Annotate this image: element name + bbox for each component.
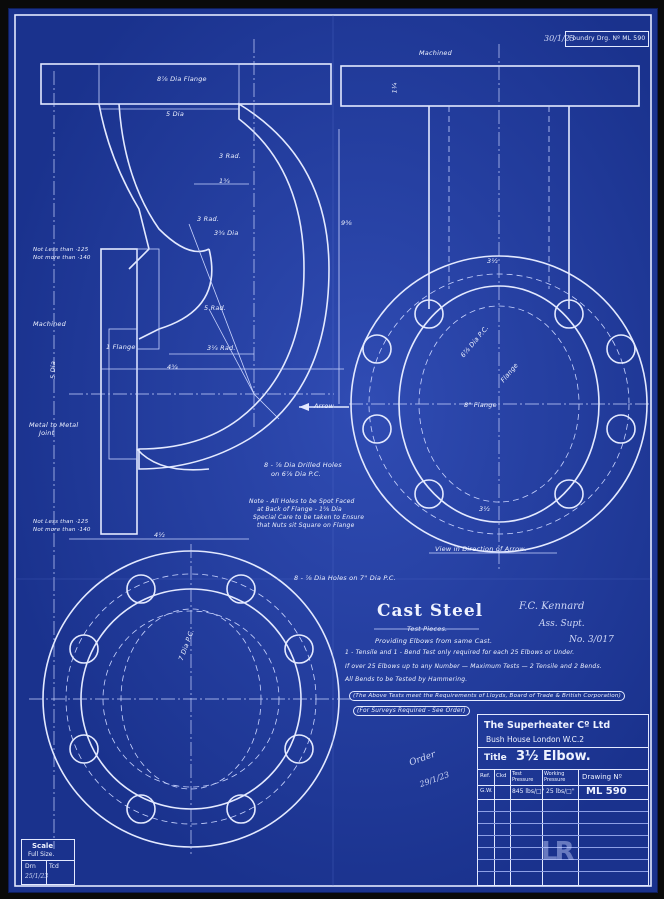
flange-1-note: 1 Flange xyxy=(106,343,136,351)
scale-label: Scale xyxy=(32,842,54,850)
pc-note: on 6⅞ Dia P.C. xyxy=(271,470,322,478)
handwritten-number: No. 3/017 xyxy=(569,635,614,645)
spot-face-note-3: Special Care to be taken to Ensure xyxy=(253,514,365,521)
spec-line-1: 1 - Tensile and 1 - Bend Test only requi… xyxy=(345,649,575,656)
dim-9-38: 9⅜ xyxy=(341,219,352,227)
spot-face-note-1: Note - All Holes to be Spot Faced xyxy=(249,498,355,505)
spec-line-3: All Bends to be Tested by Hammering. xyxy=(345,676,468,683)
flange-dia-note: 8⅞ Dia Flange xyxy=(157,75,207,83)
handwritten-role: Ass. Supt. xyxy=(539,619,585,629)
dia-3-34: 3¾ Dia xyxy=(214,229,239,237)
row-working: 25 lbs/□" xyxy=(546,788,575,795)
spot-face-note-2: at Back of Flange - 1⅝ Dia xyxy=(257,506,342,513)
scale-block: Scale Full Size. Drn Tcd 25/1/23 xyxy=(21,839,75,885)
scale-date: 25/1/23 xyxy=(25,873,49,880)
flange-8-note: 8" Flange xyxy=(464,401,497,409)
col-drawing: Drawing Nº xyxy=(582,773,622,781)
dia-5-side: 5 Dia xyxy=(49,361,57,379)
dim-4-12: 4½ xyxy=(154,531,165,539)
not-less-note-1: Not Less than ·125 xyxy=(33,247,89,253)
dia-5-note: 5 Dia xyxy=(166,110,184,118)
metal-to-metal-note: Metal to Metal xyxy=(29,421,79,429)
bottom-flange-view xyxy=(29,544,354,854)
blueprint-sheet: Foundry Drg. Nº ML 590 30/1/23 Machined … xyxy=(8,8,658,893)
machined-note-left: Machined xyxy=(33,320,66,328)
dim-4-34: 4¾ xyxy=(167,363,178,371)
archive-watermark: LR xyxy=(541,837,575,867)
drn-label: Drn xyxy=(25,863,36,870)
dim-1-14: 1¼ xyxy=(390,82,399,94)
cast-steel-title: Cast Steel xyxy=(377,601,484,621)
rad-3-14-note: 3¼ Rad. xyxy=(207,344,236,352)
rad-5-note: 5 Rad. xyxy=(204,304,227,312)
date-stamp: 30/1/23 xyxy=(544,34,575,43)
not-more-note-1: Not more than ·140 xyxy=(33,255,91,261)
row-test: 845 lbs/□" xyxy=(512,788,545,795)
title-value: 3½ Elbow. xyxy=(516,749,591,764)
title-label: Title xyxy=(484,753,507,763)
not-more-note-2: Not more than ·140 xyxy=(33,527,91,533)
elbow-side-view xyxy=(340,44,649,569)
elbow-section-view xyxy=(40,39,349,849)
rad-3-note: 3 Rad. xyxy=(219,152,242,160)
spec-line-2: If over 25 Elbows up to any Number — Max… xyxy=(345,663,602,670)
spot-face-note-4: that Nuts sit Square on Flange xyxy=(257,522,355,529)
view-direction-note: View in Direction of Arrow. xyxy=(435,545,527,553)
joint-note: Joint xyxy=(39,429,55,437)
spec-line-4: (The Above Tests meet the Requirements o… xyxy=(349,691,625,701)
tcd-label: Tcd xyxy=(49,863,59,870)
machined-note-right: Machined xyxy=(419,49,452,57)
test-pieces-heading: Test Pieces. xyxy=(407,625,448,633)
company-address: Bush House London W.C.2 xyxy=(486,735,585,744)
col-test: Test Pressure xyxy=(512,771,534,783)
providing-line: Providing Elbows from same Cast. xyxy=(375,637,493,645)
col-ckd: Ckd xyxy=(496,773,507,779)
col-ref: Ref. xyxy=(480,773,491,779)
full-size-label: Full Size. xyxy=(28,851,55,858)
title-block: The Superheater Cº Ltd Bush House London… xyxy=(477,714,649,886)
arrow-note: Arrow xyxy=(314,402,335,410)
drilled-holes-note: 8 - ⅞ Dia Drilled Holes xyxy=(264,461,342,469)
company-name: The Superheater Cº Ltd xyxy=(484,720,611,731)
rad-3b-note: 3 Rad. xyxy=(197,215,220,223)
spec-line-5: (For Surveys Required - See Order) xyxy=(353,706,470,716)
handwritten-signature: F.C. Kennard xyxy=(519,601,585,612)
dim-3-12: 3½ xyxy=(487,257,498,265)
col-working: Working Pressure xyxy=(544,771,566,783)
dim-3-12b: 3½ xyxy=(479,505,490,513)
not-less-note-2: Not Less than ·125 xyxy=(33,519,89,525)
row-drawing: ML 590 xyxy=(586,786,627,797)
foundry-ref: Foundry Drg. Nº ML 590 xyxy=(569,35,646,42)
dim-1-34: 1¾ xyxy=(219,177,230,185)
engineering-drawing xyxy=(14,14,652,887)
foundry-ref-box: Foundry Drg. Nº ML 590 xyxy=(565,31,649,47)
row-ref: G.W. xyxy=(480,788,493,794)
holes-bottom-note: 8 - ⅞ Dia Holes on 7" Dia P.C. xyxy=(294,574,396,582)
